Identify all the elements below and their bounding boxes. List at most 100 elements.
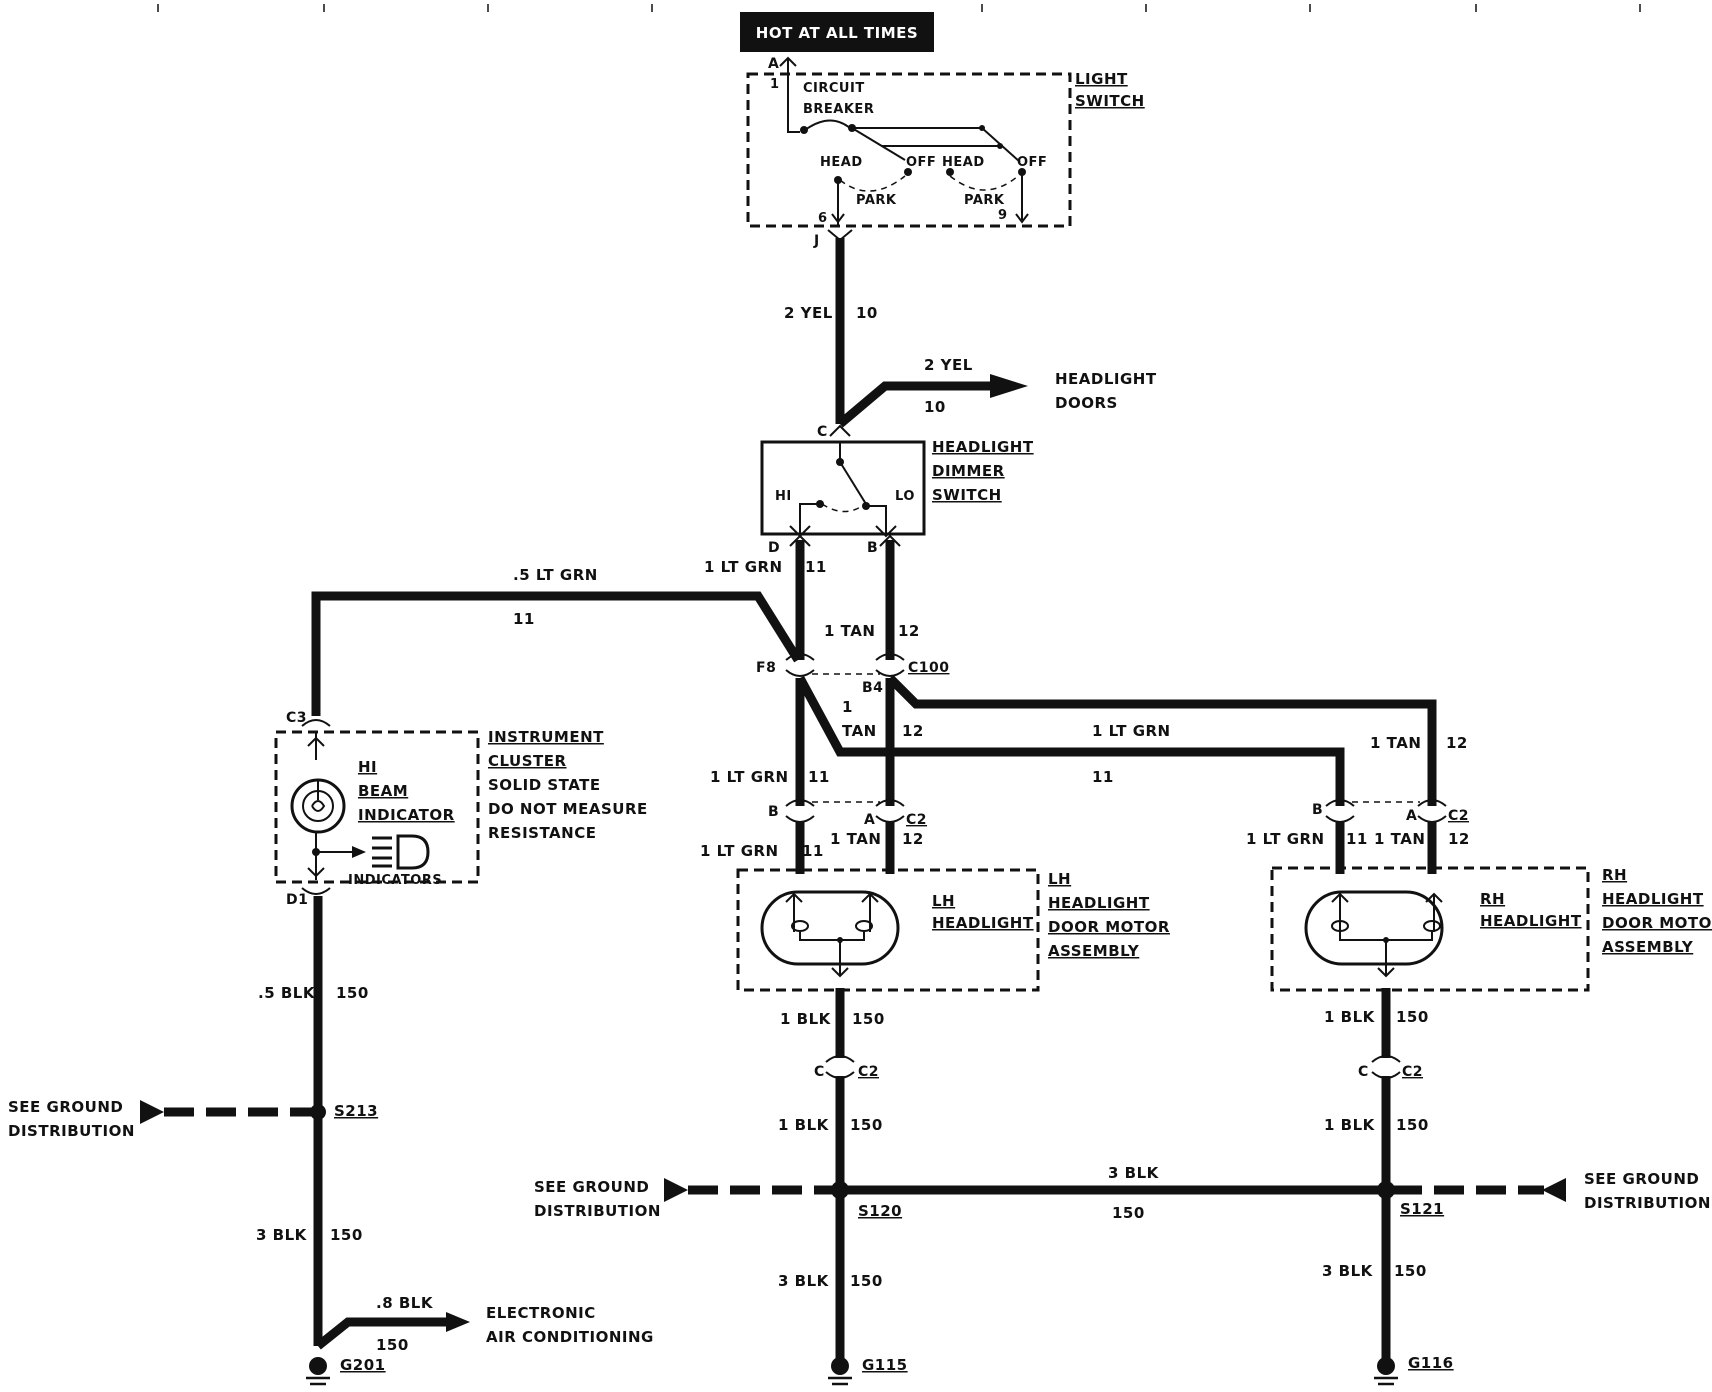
svg-text:A: A bbox=[864, 812, 875, 828]
svg-text:B: B bbox=[867, 540, 878, 556]
svg-text:BEAM: BEAM bbox=[358, 782, 408, 800]
svg-text:C3: C3 bbox=[286, 710, 307, 726]
svg-text:B: B bbox=[768, 804, 779, 820]
svg-text:1 BLK: 1 BLK bbox=[780, 1010, 832, 1028]
svg-text:C2: C2 bbox=[1448, 808, 1469, 824]
svg-text:B: B bbox=[1312, 802, 1323, 818]
svg-text:1 TAN: 1 TAN bbox=[1370, 734, 1421, 752]
wire-2-yel: 2 YEL 10 2 YEL 10 HEADLIGHT DOORS bbox=[784, 229, 1156, 437]
svg-text:1 BLK: 1 BLK bbox=[1324, 1008, 1376, 1026]
svg-text:BREAKER: BREAKER bbox=[803, 102, 874, 117]
svg-text:2 YEL: 2 YEL bbox=[924, 356, 973, 374]
svg-text:10: 10 bbox=[924, 398, 946, 416]
svg-text:150: 150 bbox=[1396, 1008, 1429, 1026]
ground-g201: G201 bbox=[306, 1356, 386, 1386]
hot-at-all-times-label: HOT AT ALL TIMES bbox=[740, 12, 934, 52]
svg-text:CLUSTER: CLUSTER bbox=[488, 752, 567, 770]
svg-text:C: C bbox=[814, 1064, 825, 1080]
svg-text:1 BLK: 1 BLK bbox=[1324, 1116, 1376, 1134]
svg-text:150: 150 bbox=[1394, 1262, 1427, 1280]
svg-text:D: D bbox=[768, 540, 780, 556]
svg-text:SWITCH: SWITCH bbox=[932, 486, 1002, 504]
svg-text:G115: G115 bbox=[862, 1356, 908, 1374]
ground-bus: S120 S121 3 BLK 150 SEE GROUND DISTRIBUT… bbox=[534, 1164, 1711, 1222]
svg-text:RH: RH bbox=[1480, 890, 1505, 908]
svg-text:150: 150 bbox=[330, 1226, 363, 1244]
svg-text:OFF: OFF bbox=[1017, 155, 1047, 170]
svg-text:A: A bbox=[768, 56, 779, 72]
svg-text:12: 12 bbox=[1446, 734, 1468, 752]
lh-headlight-door-motor-assembly: LH HEADLIGHT LH HEADLIGHT DOOR MOTOR ASS… bbox=[736, 868, 1170, 992]
svg-text:RESISTANCE: RESISTANCE bbox=[488, 824, 596, 842]
svg-text:S121: S121 bbox=[1400, 1200, 1444, 1218]
svg-text:1: 1 bbox=[842, 698, 853, 716]
svg-text:1: 1 bbox=[770, 77, 780, 92]
svg-text:1 TAN: 1 TAN bbox=[830, 830, 881, 848]
connector-rh-c2: B A C2 1 LT GRN 11 1 TAN 12 bbox=[1246, 799, 1469, 874]
svg-text:TAN: TAN bbox=[842, 722, 877, 740]
svg-text:HEADLIGHT: HEADLIGHT bbox=[1480, 912, 1582, 930]
svg-text:PARK: PARK bbox=[964, 193, 1005, 208]
svg-text:C: C bbox=[1358, 1064, 1369, 1080]
svg-text:SEE GROUND: SEE GROUND bbox=[8, 1098, 123, 1116]
svg-text:DISTRIBUTION: DISTRIBUTION bbox=[534, 1202, 661, 1220]
svg-text:J: J bbox=[813, 233, 820, 249]
ground-g115: G115 bbox=[828, 1356, 908, 1386]
svg-text:S120: S120 bbox=[858, 1202, 902, 1220]
svg-text:1 LT GRN: 1 LT GRN bbox=[704, 558, 783, 576]
svg-text:DO NOT MEASURE: DO NOT MEASURE bbox=[488, 800, 648, 818]
light-switch: A 1 CIRCUIT BREAKER LIGHT SWITCH HEAD OF… bbox=[746, 56, 1145, 249]
svg-text:.5 LT GRN: .5 LT GRN bbox=[513, 566, 598, 584]
svg-text:1 BLK: 1 BLK bbox=[778, 1116, 830, 1134]
svg-text:11: 11 bbox=[513, 610, 535, 628]
svg-text:SWITCH: SWITCH bbox=[1075, 92, 1145, 110]
rh-headlight-door-motor-assembly: RH HEADLIGHT RH HEADLIGHT DOOR MOTOR ASS… bbox=[1270, 866, 1712, 992]
svg-text:SEE GROUND: SEE GROUND bbox=[534, 1178, 649, 1196]
svg-text:11: 11 bbox=[1346, 830, 1368, 848]
svg-text:ASSEMBLY: ASSEMBLY bbox=[1602, 938, 1694, 956]
svg-text:1 LT GRN: 1 LT GRN bbox=[700, 842, 779, 860]
svg-text:HI: HI bbox=[358, 758, 377, 776]
svg-text:SOLID STATE: SOLID STATE bbox=[488, 776, 601, 794]
svg-text:HI: HI bbox=[775, 489, 792, 504]
svg-text:1 LT GRN: 1 LT GRN bbox=[1246, 830, 1325, 848]
svg-text:PARK: PARK bbox=[856, 193, 897, 208]
svg-text:1 LT GRN: 1 LT GRN bbox=[1092, 722, 1171, 740]
wires-lh-ground: C C2 1 BLK 150 1 BLK 150 3 BLK 150 bbox=[778, 988, 885, 1366]
svg-text:2 YEL: 2 YEL bbox=[784, 304, 833, 322]
svg-text:3 BLK: 3 BLK bbox=[256, 1226, 308, 1244]
svg-text:DOORS: DOORS bbox=[1055, 394, 1118, 412]
svg-text:10: 10 bbox=[856, 304, 878, 322]
svg-text:9: 9 bbox=[998, 208, 1008, 223]
svg-text:1 TAN: 1 TAN bbox=[824, 622, 875, 640]
svg-text:A: A bbox=[1406, 808, 1417, 824]
svg-text:C2: C2 bbox=[858, 1064, 879, 1080]
svg-text:1 LT GRN: 1 LT GRN bbox=[710, 768, 789, 786]
svg-text:150: 150 bbox=[850, 1272, 883, 1290]
svg-text:F8: F8 bbox=[756, 660, 776, 676]
svg-text:G116: G116 bbox=[1408, 1354, 1454, 1372]
svg-text:AIR CONDITIONING: AIR CONDITIONING bbox=[486, 1328, 654, 1346]
svg-text:3 BLK: 3 BLK bbox=[1322, 1262, 1374, 1280]
wires-dimmer-to-c100: 1 LT GRN 11 1 TAN 12 .5 LT GRN 11 bbox=[311, 534, 920, 716]
svg-text:LO: LO bbox=[895, 489, 915, 504]
svg-text:150: 150 bbox=[1396, 1116, 1429, 1134]
connector-c100: F8 B4 C100 bbox=[756, 653, 950, 696]
svg-text:DISTRIBUTION: DISTRIBUTION bbox=[1584, 1194, 1711, 1212]
svg-text:11: 11 bbox=[802, 842, 824, 860]
svg-text:.5 BLK: .5 BLK bbox=[258, 984, 316, 1002]
svg-text:DISTRIBUTION: DISTRIBUTION bbox=[8, 1122, 135, 1140]
svg-text:.8 BLK: .8 BLK bbox=[376, 1294, 434, 1312]
svg-text:C2: C2 bbox=[1402, 1064, 1423, 1080]
svg-text:C100: C100 bbox=[908, 660, 950, 676]
svg-text:12: 12 bbox=[898, 622, 920, 640]
svg-text:LH: LH bbox=[1048, 870, 1071, 888]
svg-text:B4: B4 bbox=[862, 680, 883, 696]
svg-text:3 BLK: 3 BLK bbox=[1108, 1164, 1160, 1182]
svg-text:DOOR MOTOR: DOOR MOTOR bbox=[1602, 914, 1712, 932]
svg-text:150: 150 bbox=[852, 1010, 885, 1028]
svg-text:HEADLIGHT: HEADLIGHT bbox=[1048, 894, 1150, 912]
svg-text:G201: G201 bbox=[340, 1356, 386, 1374]
svg-text:DOOR MOTOR: DOOR MOTOR bbox=[1048, 918, 1170, 936]
